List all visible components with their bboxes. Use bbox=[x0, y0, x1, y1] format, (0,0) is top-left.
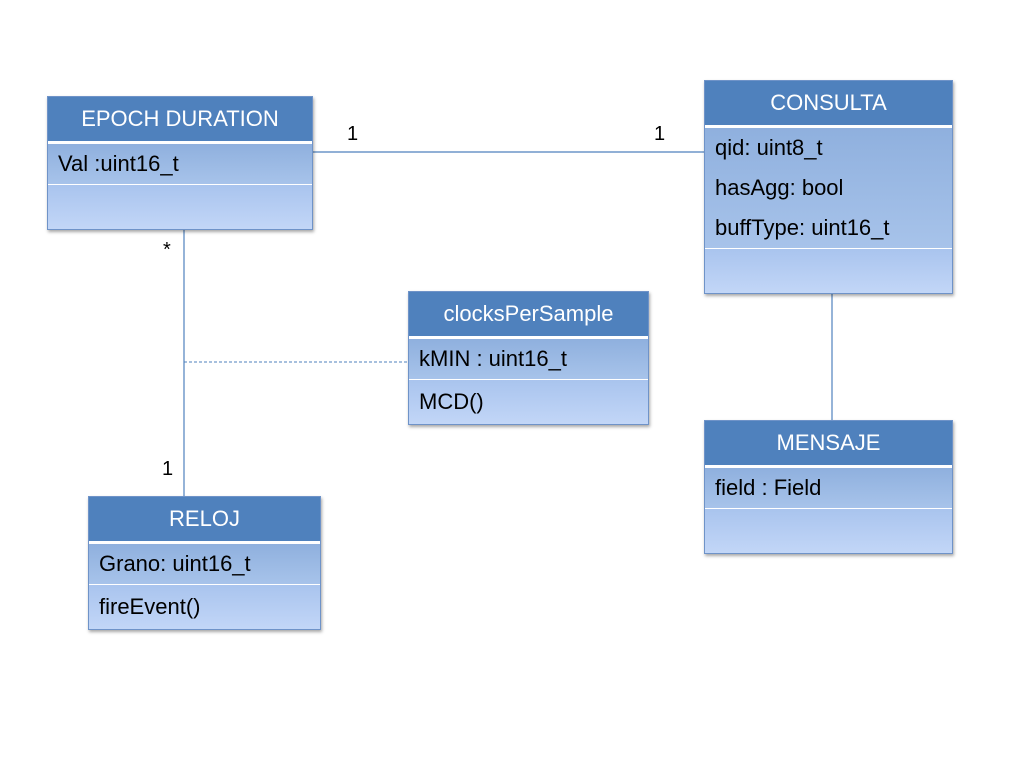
multiplicity-epoch-reloj-top: * bbox=[163, 239, 171, 261]
operations-compartment bbox=[48, 185, 312, 229]
multiplicity-reloj-side: 1 bbox=[162, 458, 174, 480]
operation: MCD() bbox=[409, 380, 648, 424]
attribute: field : Field bbox=[715, 475, 822, 500]
class-mensaje[interactable]: MENSAJE field : Field bbox=[704, 420, 953, 554]
class-reloj[interactable]: RELOJ Grano: uint16_t fireEvent() bbox=[88, 496, 321, 630]
class-consulta[interactable]: CONSULTA qid: uint8_t hasAgg: bool buffT… bbox=[704, 80, 953, 294]
multiplicity-consulta-side: 1 bbox=[654, 123, 666, 145]
attributes-compartment: Val :uint16_t bbox=[48, 144, 312, 185]
attributes-compartment: Grano: uint16_t bbox=[89, 544, 320, 585]
class-name: clocksPerSample bbox=[409, 292, 648, 339]
operations-compartment bbox=[705, 249, 952, 293]
attributes-compartment: field : Field bbox=[705, 468, 952, 509]
operation: fireEvent() bbox=[89, 585, 320, 629]
attribute: Grano: uint16_t bbox=[99, 551, 251, 576]
multiplicity-epoch-side: 1 bbox=[347, 123, 359, 145]
class-clocks-per-sample[interactable]: clocksPerSample kMIN : uint16_t MCD() bbox=[408, 291, 649, 425]
class-name: MENSAJE bbox=[705, 421, 952, 468]
attribute: kMIN : uint16_t bbox=[419, 346, 567, 371]
attribute: hasAgg: bool bbox=[715, 175, 844, 200]
class-name: RELOJ bbox=[89, 497, 320, 544]
attributes-compartment: qid: uint8_t hasAgg: bool buffType: uint… bbox=[705, 128, 952, 249]
class-name: EPOCH DURATION bbox=[48, 97, 312, 144]
attribute: buffType: uint16_t bbox=[715, 215, 890, 240]
attributes-compartment: kMIN : uint16_t bbox=[409, 339, 648, 380]
class-epoch-duration[interactable]: EPOCH DURATION Val :uint16_t bbox=[47, 96, 313, 230]
attribute: qid: uint8_t bbox=[715, 135, 823, 160]
attribute: Val :uint16_t bbox=[58, 151, 179, 176]
operations-compartment bbox=[705, 509, 952, 553]
class-name: CONSULTA bbox=[705, 81, 952, 128]
